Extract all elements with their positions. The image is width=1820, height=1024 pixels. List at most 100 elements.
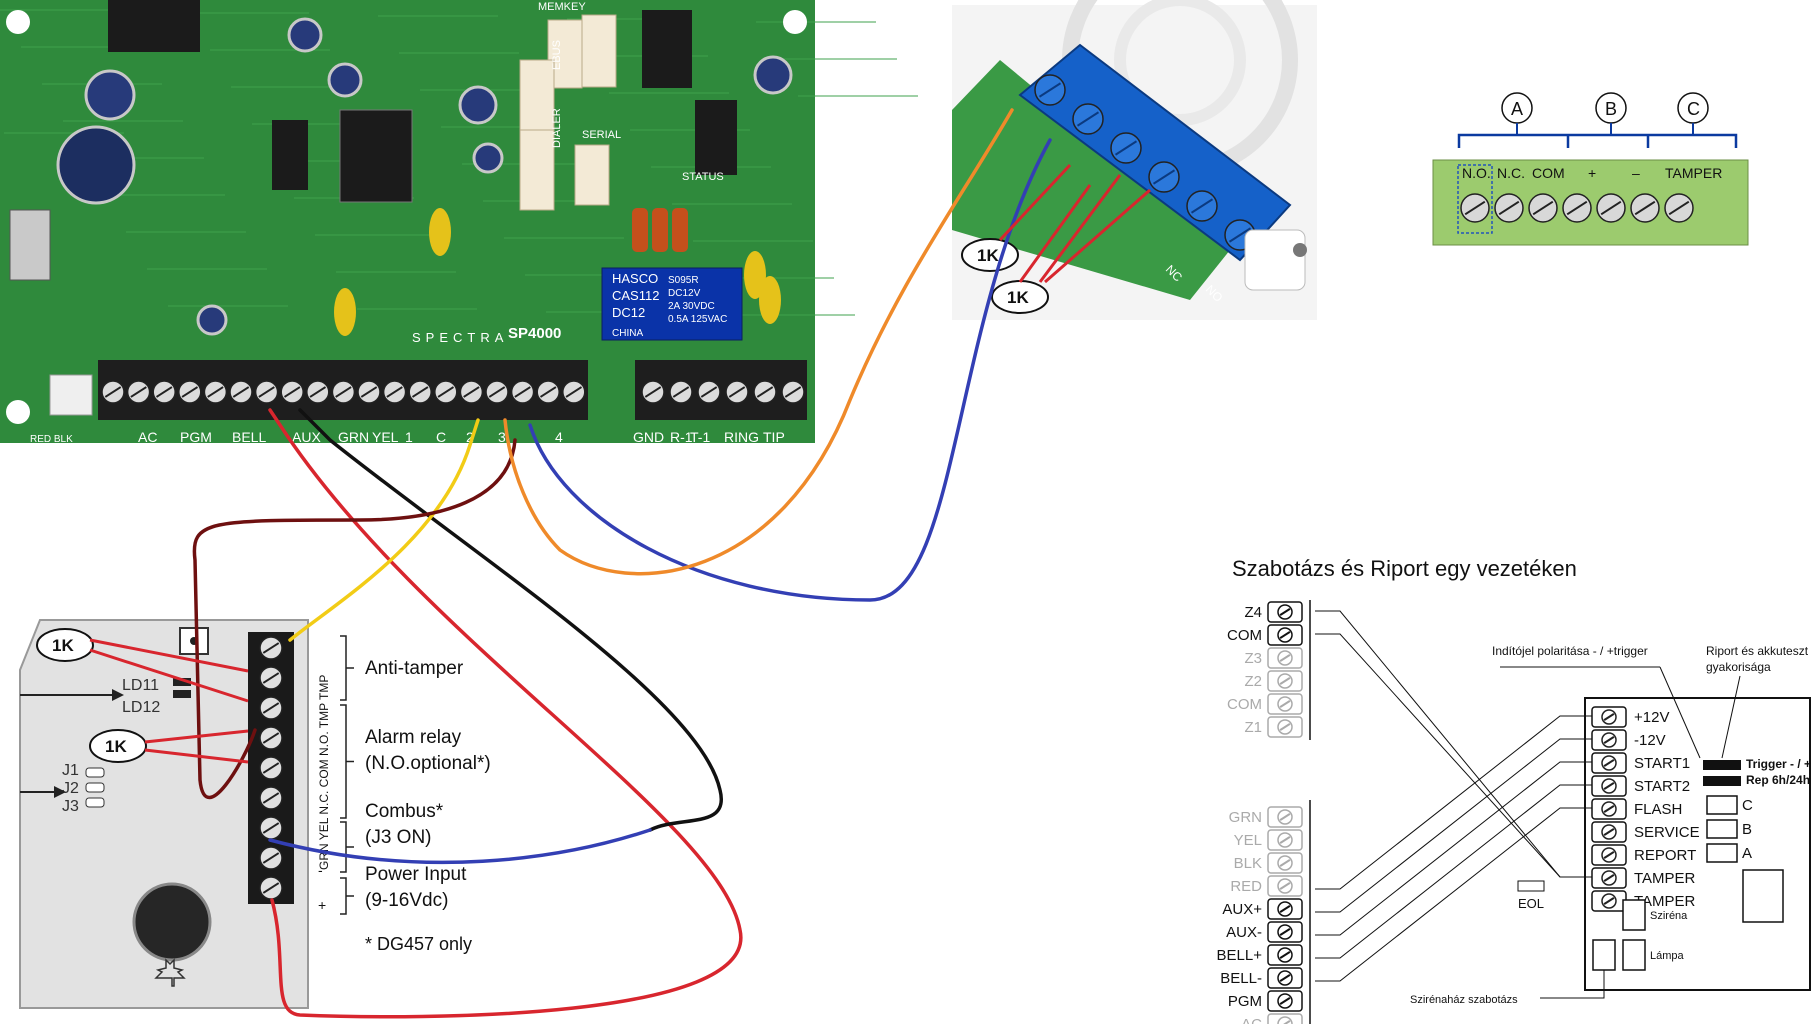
relay-text: S095R: [668, 275, 699, 286]
siren-left-label: BELL+: [1217, 947, 1263, 964]
report-note: gyakorisága: [1706, 660, 1771, 674]
header-connector: [519, 129, 555, 211]
screw-slot: [437, 386, 455, 398]
resistor-label: 1K: [105, 737, 127, 756]
screw-slot: [1076, 111, 1100, 127]
screw-slot: [386, 386, 403, 398]
siren-wire: [1315, 784, 1592, 959]
screw-slot: [463, 386, 480, 398]
note-leader: [1659, 666, 1701, 759]
screw-terminal: [1186, 190, 1218, 222]
terminal-label: AC: [138, 429, 157, 445]
legend-terminal-label: N.C.: [1497, 165, 1525, 181]
combus-sub: (J3 ON): [365, 827, 432, 848]
trigger-note: Indítójel polaritása - / +trigger: [1492, 644, 1648, 658]
siren-right-label: START1: [1634, 755, 1690, 772]
screw-slot: [1279, 905, 1291, 913]
chip-outline: [1742, 869, 1784, 923]
screw-slot: [1279, 997, 1291, 1005]
screw-slot: [104, 386, 122, 398]
resistor-label-oval: [89, 729, 147, 763]
screw-terminal: [382, 380, 407, 404]
siren-left-label: GRN: [1229, 809, 1262, 826]
screw-slot: [1603, 759, 1615, 767]
terminal-label: 4: [555, 429, 563, 445]
capacitor: [84, 69, 136, 121]
terminal-label: 1: [405, 429, 413, 445]
eol-resistor: [1517, 880, 1545, 892]
screw-terminal: [259, 756, 283, 780]
relay-text: DC12V: [668, 288, 701, 299]
screw-terminal: [1110, 132, 1142, 164]
screw-terminal: [1277, 901, 1293, 917]
screw-slot: [1279, 951, 1291, 959]
alarm-relay-sub: (N.O.optional*): [365, 753, 491, 774]
siren-left-label: RED: [1230, 878, 1262, 895]
screw-terminal: [1596, 193, 1626, 223]
siren-wire: [1315, 807, 1592, 982]
vertical-terminal-labels: GRN YEL N.C. COM N.O. TMP TMP: [317, 675, 331, 870]
siren-right-label: -12V: [1634, 732, 1666, 749]
screw-terminal: [259, 816, 283, 840]
screw-slot: [1283, 1020, 1291, 1024]
siren-right-label: START2: [1634, 778, 1690, 795]
screw-terminal: [1072, 103, 1104, 135]
terminal-label: GND: [633, 429, 664, 445]
alarm-relay-label: Alarm relay: [365, 727, 462, 748]
dark-red-wire: [192, 438, 517, 800]
mounting-hole: [6, 10, 30, 34]
screw-terminal: [1494, 193, 1524, 223]
screw-slot: [1603, 851, 1615, 859]
screw-slot: [1603, 805, 1615, 813]
jumper-label: LD12: [122, 699, 160, 716]
resistor-leg: [144, 729, 249, 744]
relay-text: HASCO: [612, 271, 658, 286]
siren-left-label: BLK: [1234, 855, 1262, 872]
jumper-label: LD11: [122, 677, 159, 694]
siren-left-label: AUX-: [1226, 924, 1262, 941]
screw-terminal: [1460, 193, 1490, 223]
report-note: Riport és akkuteszt: [1706, 644, 1809, 658]
screw-slot: [262, 792, 280, 804]
rep-jumper: [1703, 776, 1741, 786]
trigger-label: Trigger - / +: [1746, 757, 1811, 771]
screw-slot: [1532, 200, 1554, 216]
legend-circle-label: C: [1687, 99, 1700, 119]
mounting-hole: [6, 400, 30, 424]
screw-slot: [262, 642, 280, 654]
screw-slot: [1498, 200, 1520, 216]
screw-terminal: [1277, 673, 1293, 689]
header-connector: [581, 14, 617, 88]
memkey-label: MEMKEY: [538, 1, 586, 13]
rep-label: Rep 6h/24h: [1746, 773, 1810, 787]
screw-slot: [1603, 713, 1615, 721]
terminal-label: RING: [724, 429, 759, 445]
screw-terminal: [1148, 161, 1180, 193]
screw-terminal: [1277, 696, 1293, 712]
siren-left-label: BELL-: [1220, 970, 1262, 987]
screw-slot: [1190, 198, 1214, 214]
housing-pad: [1592, 939, 1616, 971]
screw-slot: [1279, 836, 1291, 844]
terminal-label: C: [436, 429, 446, 445]
screw-slot: [1038, 82, 1062, 98]
siren-wire: [1315, 715, 1592, 890]
screw-terminal: [536, 380, 560, 404]
screw-terminal: [1601, 824, 1617, 840]
resistor-label-oval: [36, 628, 94, 662]
siren-title: Szabotázs és Riport egy vezetéken: [1232, 556, 1577, 581]
group-bracket: [340, 635, 354, 701]
combus-label: Combus*: [365, 801, 444, 822]
red-wire-long: [268, 408, 743, 1019]
siren-left-label: Z2: [1244, 673, 1262, 690]
main-chip: [339, 109, 413, 203]
screw-terminal: [1277, 650, 1293, 666]
chip-right-2: [695, 100, 737, 175]
sirena-pad: [1622, 899, 1646, 931]
abc-pad: [1706, 843, 1738, 863]
capacitor: [458, 85, 498, 125]
relay-text: CHINA: [612, 328, 643, 339]
screw-slot: [1279, 700, 1291, 708]
